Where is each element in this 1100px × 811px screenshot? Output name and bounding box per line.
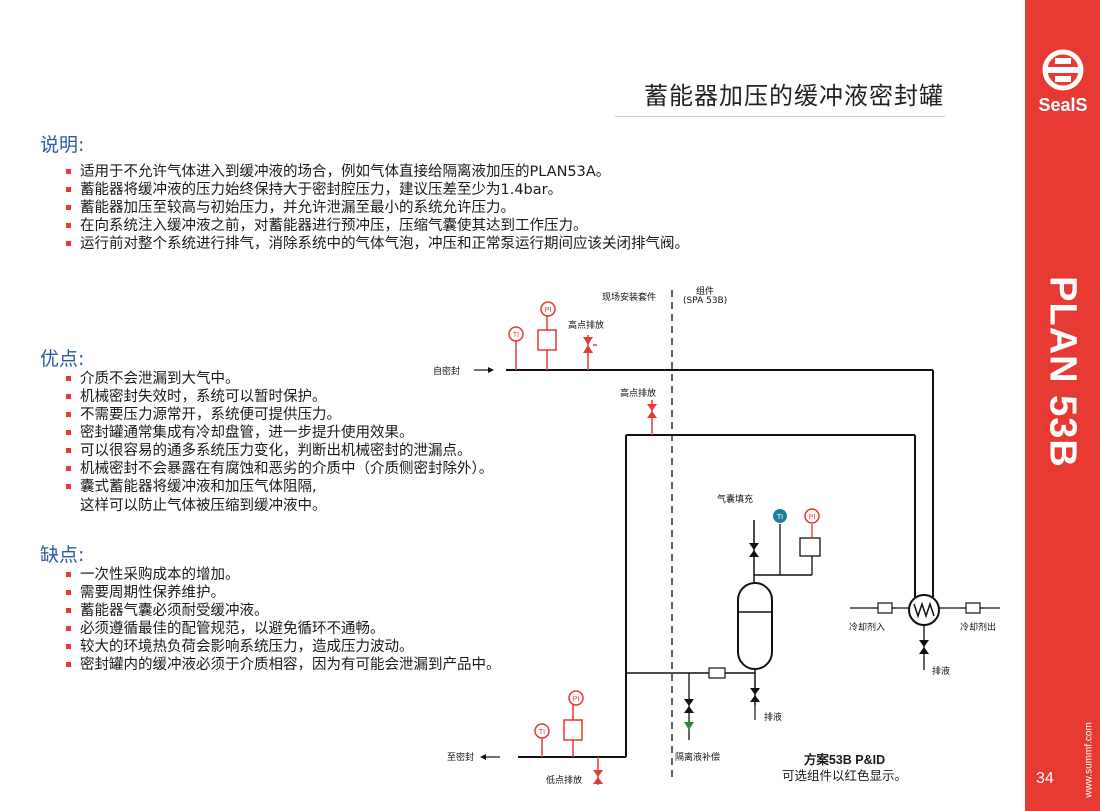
vent-valve-icon <box>647 404 657 411</box>
temperature-indicator-icon <box>534 723 550 739</box>
disadvantages-list: 一次性采购成本的增加。 需要周期性保养维护。 蓄能器气囊必须耐受缓冲液。 必须遵… <box>64 566 501 674</box>
bladder-fill-label: 气囊填充 <box>717 495 754 505</box>
list-item: 需要周期性保养维护。 <box>64 584 501 602</box>
svg-text:PI: PI <box>573 696 580 703</box>
arrow-head <box>488 367 494 373</box>
list-item: 密封罐内的缓冲液必须于介质相容，因为有可能会泄漏到产品中。 <box>64 656 501 674</box>
list-item: 介质不会泄漏到大气中。 <box>64 370 493 388</box>
pressure-indicator-icon <box>804 508 820 524</box>
brand-sidebar <box>1025 0 1100 811</box>
list-item: 运行前对整个系统进行排气，消除系统中的气体气泡，冲压和正常泵运行期间应该关闭排气… <box>64 235 689 253</box>
plan-label: PLAN 53B <box>1041 276 1084 468</box>
page-title: 蓄能器加压的缓冲液密封罐 <box>644 82 944 110</box>
arrow-head <box>480 754 486 760</box>
ti-label: TI <box>513 332 519 339</box>
list-item: 一次性采购成本的增加。 <box>64 566 501 584</box>
advantages-heading: 优点: <box>40 348 85 370</box>
bladder-fill-valve-icon <box>749 543 759 550</box>
list-item: 在向系统注入缓冲液之前，对蓄能器进行预冲压，压缩气囊使其达到工作压力。 <box>64 217 689 235</box>
high-vent-label: 高点排放 <box>620 389 657 399</box>
low-drain-valve-icon <box>593 770 603 777</box>
caption-note: 可选组件以红色显示。 <box>782 768 908 783</box>
description-list: 适用于不允许气体进入到缓冲液的场合，例如气体直接给隔离液加压的PLAN53A。 … <box>64 163 689 253</box>
svg-text:TI: TI <box>539 729 545 736</box>
advantages-list: 介质不会泄漏到大气中。 机械密封失效时，系统可以暂时保护。 不需要压力源常开，系… <box>64 370 493 496</box>
logo-icon <box>1042 49 1084 91</box>
brand-name: SealS <box>1038 95 1088 115</box>
list-item: 机械密封不会暴露在有腐蚀和恶劣的介质中（介质侧密封除外）。 <box>64 460 493 478</box>
component-label: 组件 <box>696 287 715 297</box>
list-item-continuation: 这样可以防止气体被压缩到缓冲液中。 <box>80 498 327 514</box>
pid-diagram: TI PI TI PI TI PI <box>474 290 1000 785</box>
component-code-label: (SPA 53B) <box>683 296 728 306</box>
description-heading: 说明: <box>40 134 85 156</box>
high-vent-label: 高点排放 <box>568 321 605 331</box>
coolant-in-label: 冷却剂入 <box>849 623 886 633</box>
list-item: 蓄能器将缓冲液的压力始终保持大于密封腔压力，建议压差至少为1.4bar。 <box>64 181 689 199</box>
pressure-indicator-icon <box>568 690 584 706</box>
list-item: 不需要压力源常开，系统便可提供压力。 <box>64 406 493 424</box>
drain-valve-icon <box>750 688 760 695</box>
list-item: 囊式蓄能器将缓冲液和加压气体阻隔, <box>64 478 493 496</box>
list-item: 适用于不允许气体进入到缓冲液的场合，例如气体直接给隔离液加压的PLAN53A。 <box>64 163 689 181</box>
svg-text:PI: PI <box>809 514 816 521</box>
field-kit-label: 现场安装套件 <box>602 293 657 303</box>
list-item: 密封罐通常集成有冷却盘管，进一步提升使用效果。 <box>64 424 493 442</box>
list-item: 必须遵循最佳的配管规范，以避免循环不通畅。 <box>64 620 501 638</box>
pi-label: PI <box>545 307 552 314</box>
list-item: 可以很容易的通多系统压力变化，判断出机械密封的泄漏点。 <box>64 442 493 460</box>
title-divider <box>615 116 945 117</box>
drain-valve-icon <box>919 640 929 647</box>
to-seal-label: 至密封 <box>447 753 475 763</box>
disadvantages-heading: 缺点: <box>40 544 85 566</box>
accumulator-vessel <box>737 582 773 670</box>
gauge-valve-icon <box>563 719 583 741</box>
list-item: 蓄能器气囊必须耐受缓冲液。 <box>64 602 501 620</box>
temperature-indicator-icon <box>773 509 787 523</box>
list-item: 蓄能器加压至较高与初始压力，并允许泄漏至最小的系统允许压力。 <box>64 199 689 217</box>
from-seal-label: 自密封 <box>433 367 461 377</box>
page-number: 34 <box>1036 770 1054 787</box>
diagram-caption: 方案53B P&ID 可选组件以红色显示。 <box>782 752 907 784</box>
company-logo: SealS <box>1030 48 1096 114</box>
gauge-valve-icon <box>537 329 557 351</box>
makeup-check-icon <box>684 722 694 730</box>
gauge-valve-icon <box>799 537 821 557</box>
website-url: www.summf.com <box>1083 722 1095 798</box>
drain-label: 排液 <box>932 667 951 677</box>
check-valve-icon <box>708 667 726 679</box>
vent-valve-icon <box>583 337 593 345</box>
drain-label: 排液 <box>764 713 783 723</box>
list-item: 较大的环境热负荷会影响系统压力，造成压力波动。 <box>64 638 501 656</box>
temperature-indicator-icon <box>508 326 524 342</box>
coolant-out-label: 冷却剂出 <box>960 623 997 633</box>
low-drain-label: 低点排放 <box>546 776 583 786</box>
svg-text:TI: TI <box>777 514 783 521</box>
barrier-makeup-label: 隔离液补偿 <box>675 753 721 763</box>
caption-title: 方案53B P&ID <box>803 753 886 767</box>
pressure-indicator-icon <box>540 301 556 317</box>
makeup-valve-icon <box>684 699 694 706</box>
list-item: 机械密封失效时，系统可以暂时保护。 <box>64 388 493 406</box>
